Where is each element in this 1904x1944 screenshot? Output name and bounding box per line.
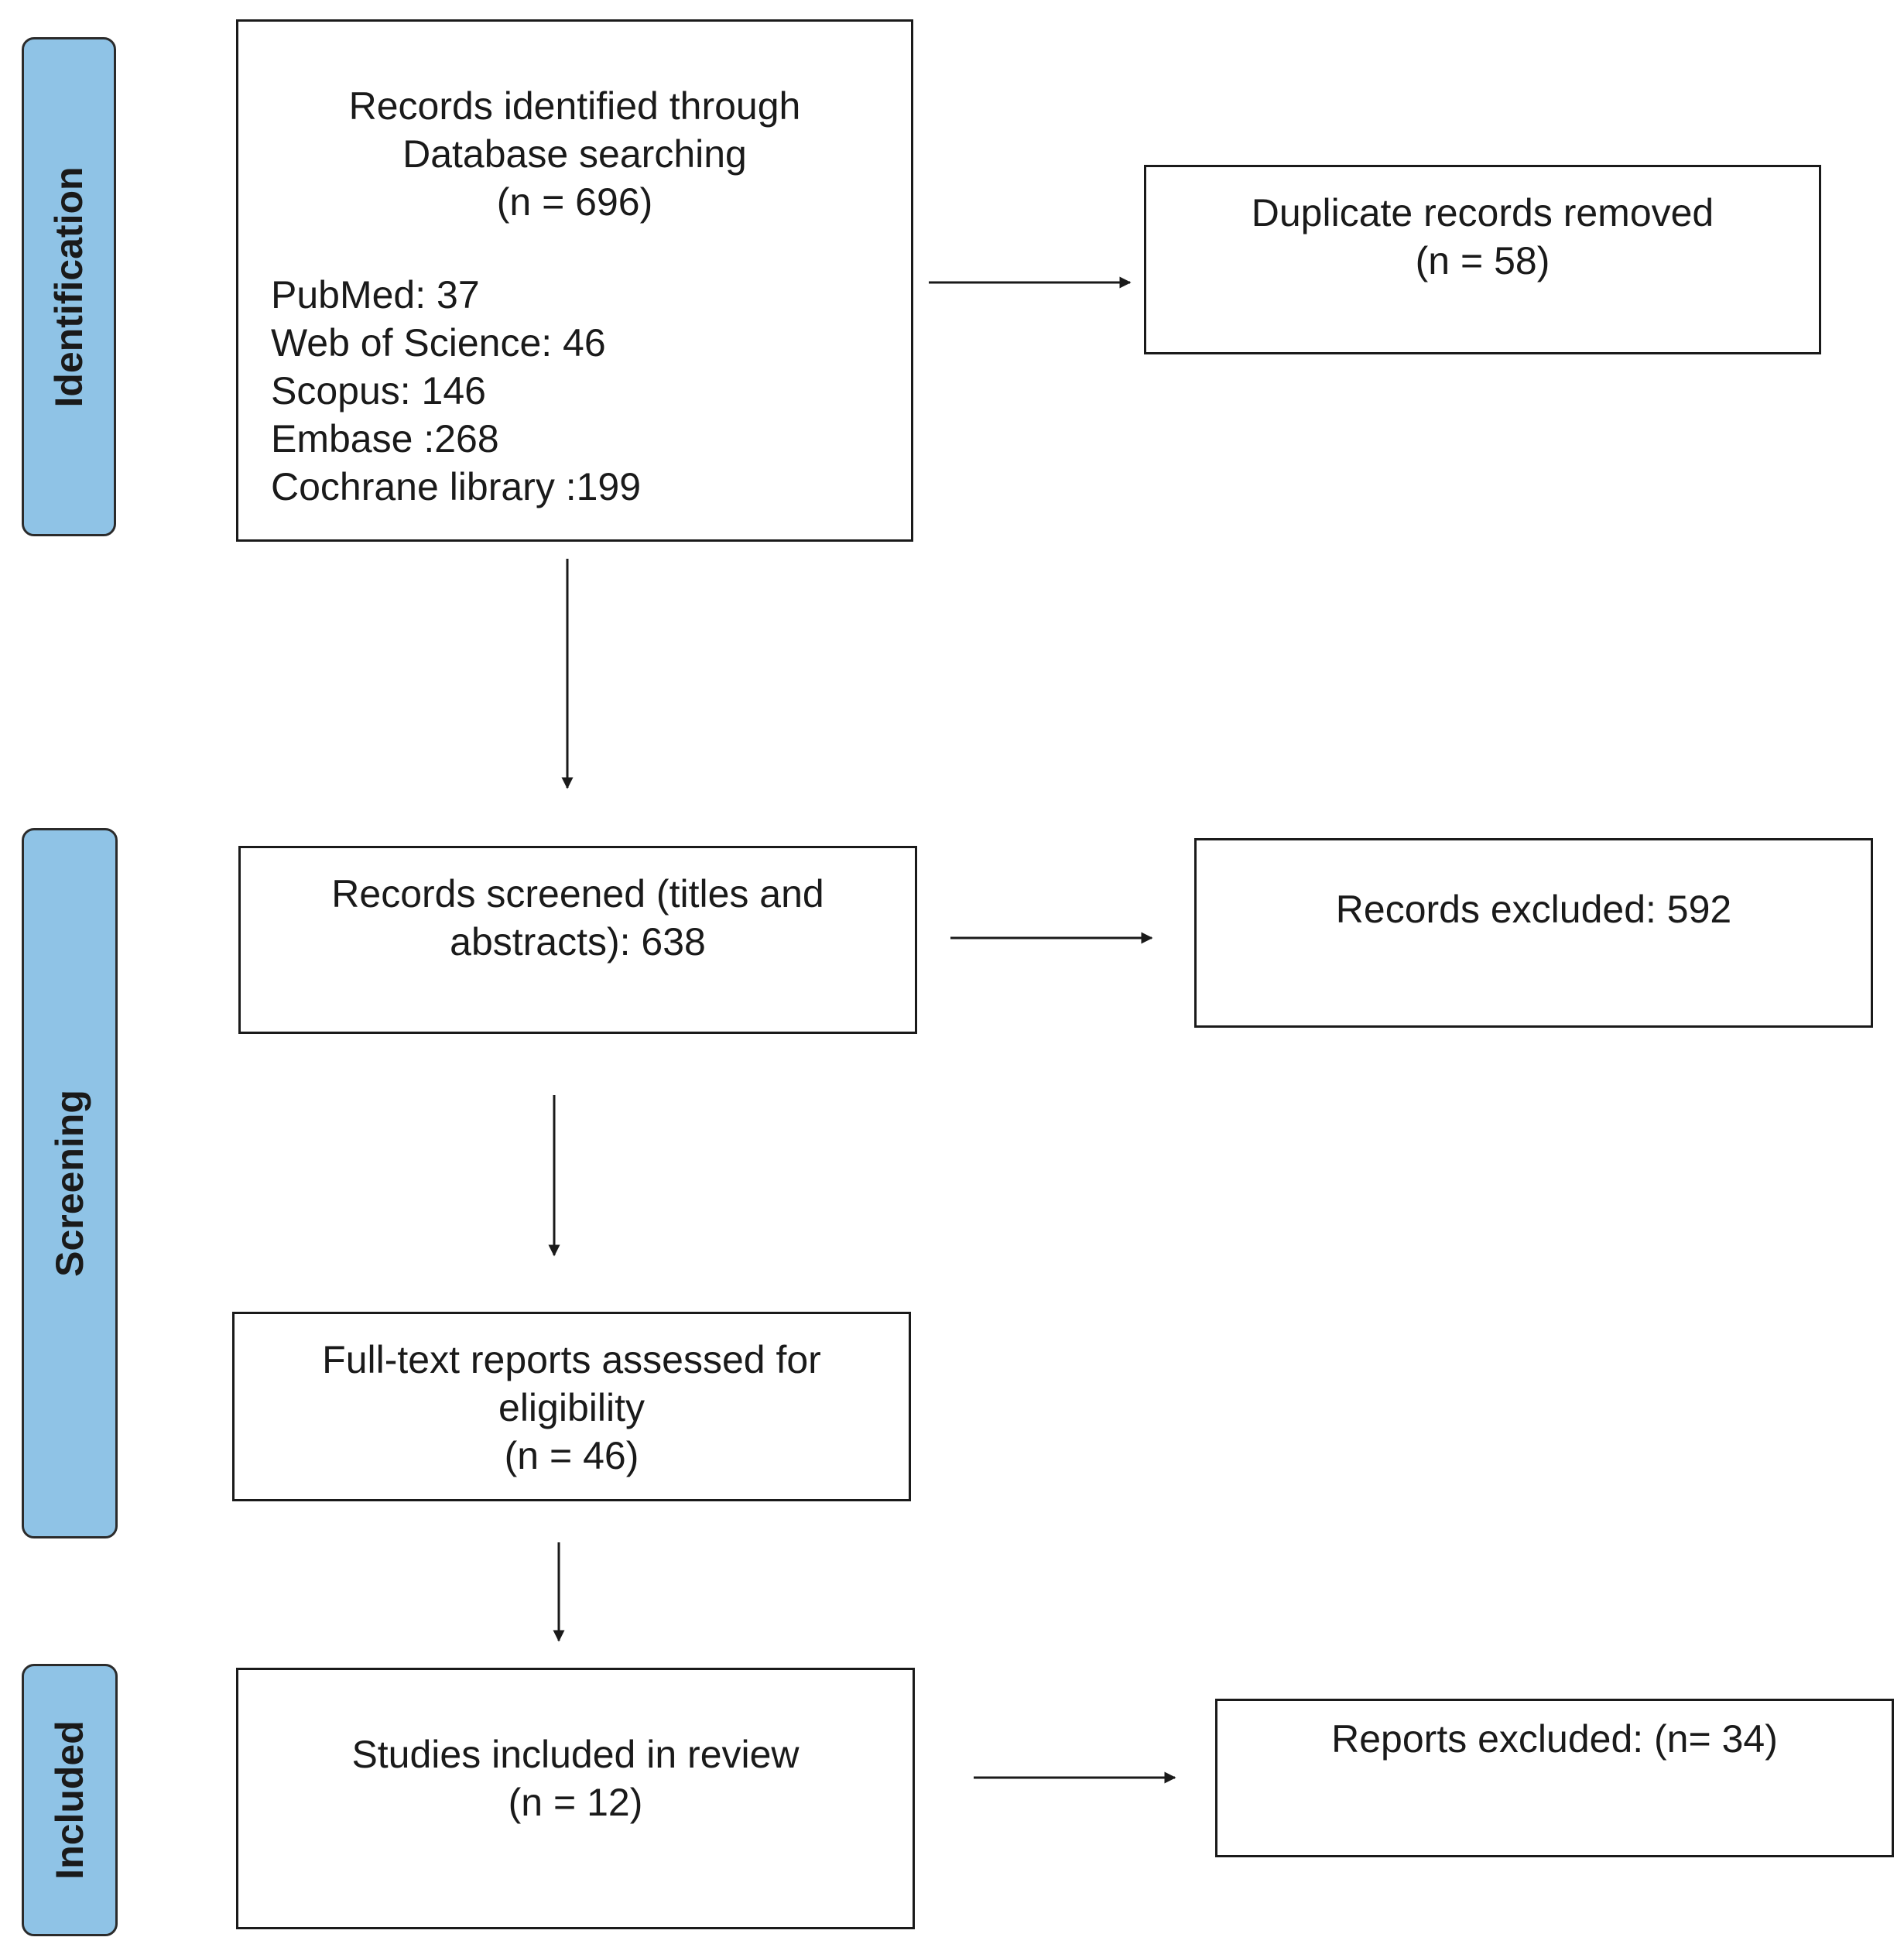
source-scopus: Scopus: 146: [271, 369, 486, 412]
duplicates-removed-label: Duplicate records removed: [1251, 191, 1714, 234]
records-identified-title-1: Records identified through: [348, 84, 801, 128]
source-embase: Embase :268: [271, 417, 499, 460]
stage-included: Included: [22, 1664, 118, 1936]
fulltext-assessed-label-2: eligibility: [498, 1386, 645, 1429]
duplicates-removed-count: (n = 58): [1415, 239, 1550, 282]
records-screened-box: Records screened (titles and abstracts):…: [238, 846, 917, 1034]
source-cochrane: Cochrane library :199: [271, 465, 642, 508]
records-identified-title-2: Database searching: [402, 132, 747, 176]
records-screened-label-2: abstracts): 638: [450, 920, 706, 963]
duplicates-removed-box: Duplicate records removed (n = 58): [1144, 165, 1821, 354]
stage-identification: Identification: [22, 37, 116, 536]
studies-included-box: Studies included in review (n = 12): [236, 1668, 915, 1929]
fulltext-assessed-count: (n = 46): [504, 1434, 639, 1477]
source-pubmed: PubMed: 37: [271, 273, 480, 317]
records-identified-box: Records identified through Database sear…: [236, 19, 913, 542]
studies-included-count: (n = 12): [508, 1781, 643, 1824]
records-excluded-box: Records excluded: 592: [1194, 838, 1873, 1028]
source-web-of-science: Web of Science: 46: [271, 321, 606, 364]
reports-excluded-box: Reports excluded: (n= 34): [1215, 1699, 1894, 1857]
records-identified-count: (n = 696): [496, 180, 653, 224]
reports-excluded-label: Reports excluded: (n= 34): [1331, 1717, 1778, 1761]
fulltext-assessed-label-1: Full-text reports assessed for: [322, 1338, 821, 1381]
records-excluded-label: Records excluded: 592: [1335, 888, 1732, 931]
stage-screening: Screening: [22, 828, 118, 1538]
records-screened-label-1: Records screened (titles and: [331, 872, 824, 916]
studies-included-label: Studies included in review: [351, 1733, 800, 1776]
fulltext-assessed-box: Full-text reports assessed for eligibili…: [232, 1312, 911, 1501]
